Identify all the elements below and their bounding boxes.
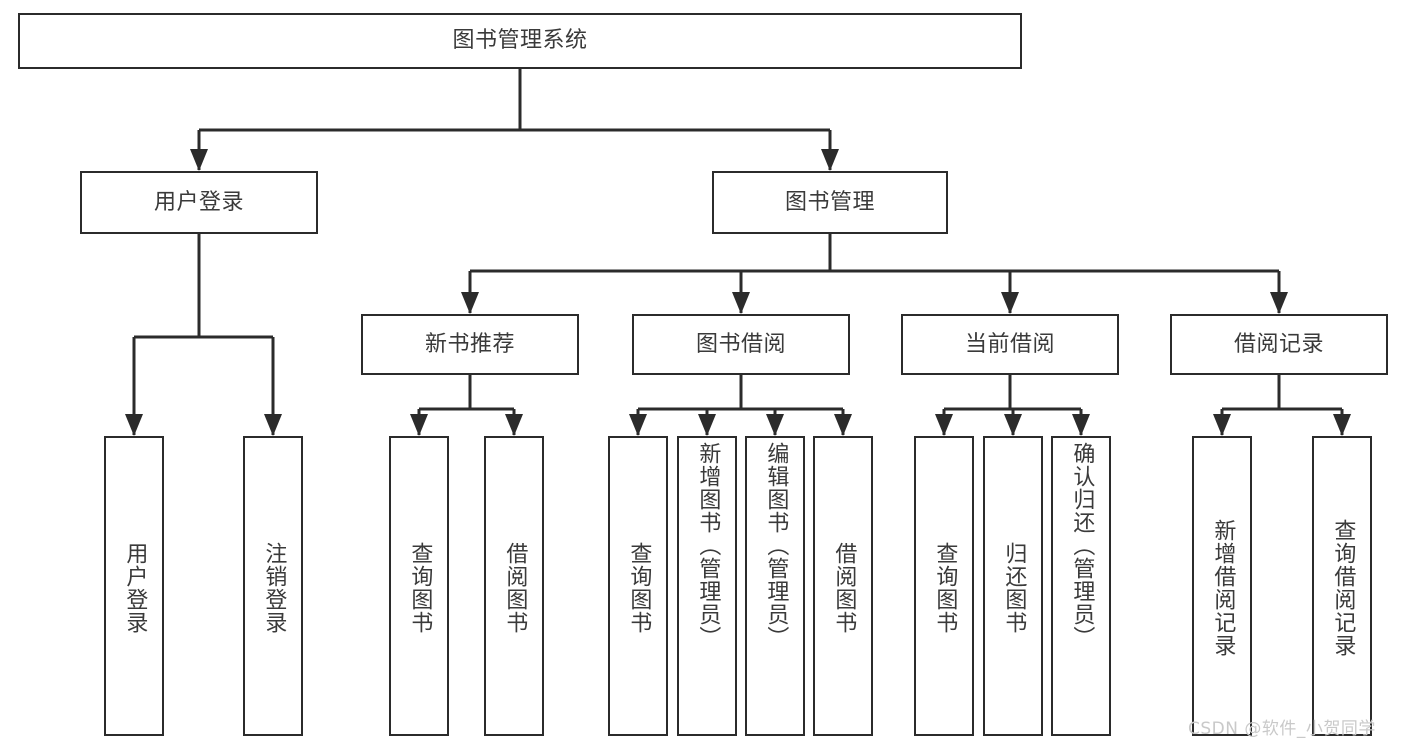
node-label: 注销登录 bbox=[261, 542, 287, 634]
node-label: 归还图书 bbox=[1001, 542, 1027, 634]
arrowhead-leaf_10 bbox=[1072, 414, 1090, 436]
arrowhead-l2_3 bbox=[1270, 292, 1288, 314]
arrowhead-l2_1 bbox=[732, 292, 750, 314]
node-label: 借阅图书 bbox=[831, 542, 857, 634]
node-leaf_4[interactable]: 查询图书 bbox=[608, 436, 668, 736]
node-leaf_9[interactable]: 归还图书 bbox=[983, 436, 1043, 736]
node-label: 用户登录 bbox=[153, 189, 244, 215]
node-label: 查询图书 bbox=[932, 542, 958, 634]
arrowhead-leaf_0 bbox=[125, 414, 143, 436]
node-leaf_8[interactable]: 查询图书 bbox=[914, 436, 974, 736]
arrowhead-leaf_12 bbox=[1333, 414, 1351, 436]
node-leaf_3[interactable]: 借阅图书 bbox=[484, 436, 544, 736]
node-label: 查询图书 bbox=[626, 542, 652, 634]
node-leaf_2[interactable]: 查询图书 bbox=[389, 436, 449, 736]
node-label: 新书推荐 bbox=[424, 331, 515, 357]
arrowhead-l2_2 bbox=[1001, 292, 1019, 314]
node-leaf_7[interactable]: 借阅图书 bbox=[813, 436, 873, 736]
node-label: 当前借阅 bbox=[964, 331, 1055, 357]
node-l2_2[interactable]: 当前借阅 bbox=[901, 314, 1119, 375]
node-leaf_12[interactable]: 查询借阅记录 bbox=[1312, 436, 1372, 736]
node-l2_1[interactable]: 图书借阅 bbox=[632, 314, 850, 375]
node-label: 新增借阅记录 bbox=[1210, 519, 1236, 657]
arrowhead-l1_1 bbox=[821, 149, 839, 171]
arrowhead-leaf_2 bbox=[410, 414, 428, 436]
arrowhead-leaf_8 bbox=[935, 414, 953, 436]
arrowhead-leaf_4 bbox=[629, 414, 647, 436]
arrowhead-leaf_7 bbox=[834, 414, 852, 436]
arrowhead-leaf_11 bbox=[1213, 414, 1231, 436]
node-label: 用户登录 bbox=[122, 542, 148, 634]
arrowhead-leaf_3 bbox=[505, 414, 523, 436]
node-label: 编辑图书（管理员） bbox=[763, 442, 789, 649]
arrowhead-leaf_5 bbox=[698, 414, 716, 436]
node-label: 新增图书（管理员） bbox=[695, 442, 721, 649]
node-leaf_11[interactable]: 新增借阅记录 bbox=[1192, 436, 1252, 736]
node-leaf_5[interactable]: 新增图书（管理员） bbox=[677, 436, 737, 736]
node-l1_0[interactable]: 用户登录 bbox=[80, 171, 318, 234]
node-leaf_10[interactable]: 确认归还（管理员） bbox=[1051, 436, 1111, 736]
arrowhead-l1_0 bbox=[190, 149, 208, 171]
node-root[interactable]: 图书管理系统 bbox=[18, 13, 1022, 69]
node-label: 图书管理 bbox=[784, 189, 875, 215]
node-label: 图书借阅 bbox=[695, 331, 786, 357]
node-label: 确认归还（管理员） bbox=[1069, 442, 1095, 649]
node-label: 图书管理系统 bbox=[452, 28, 588, 54]
node-leaf_0[interactable]: 用户登录 bbox=[104, 436, 164, 736]
node-l1_1[interactable]: 图书管理 bbox=[712, 171, 948, 234]
node-l2_3[interactable]: 借阅记录 bbox=[1170, 314, 1388, 375]
arrowhead-leaf_9 bbox=[1004, 414, 1022, 436]
node-l2_0[interactable]: 新书推荐 bbox=[361, 314, 579, 375]
node-leaf_1[interactable]: 注销登录 bbox=[243, 436, 303, 736]
node-label: 借阅记录 bbox=[1233, 331, 1324, 357]
arrowhead-l2_0 bbox=[461, 292, 479, 314]
node-label: 查询图书 bbox=[407, 542, 433, 634]
node-leaf_6[interactable]: 编辑图书（管理员） bbox=[745, 436, 805, 736]
node-label: 借阅图书 bbox=[502, 542, 528, 634]
node-label: 查询借阅记录 bbox=[1330, 519, 1356, 657]
arrowhead-leaf_6 bbox=[766, 414, 784, 436]
arrowhead-leaf_1 bbox=[264, 414, 282, 436]
